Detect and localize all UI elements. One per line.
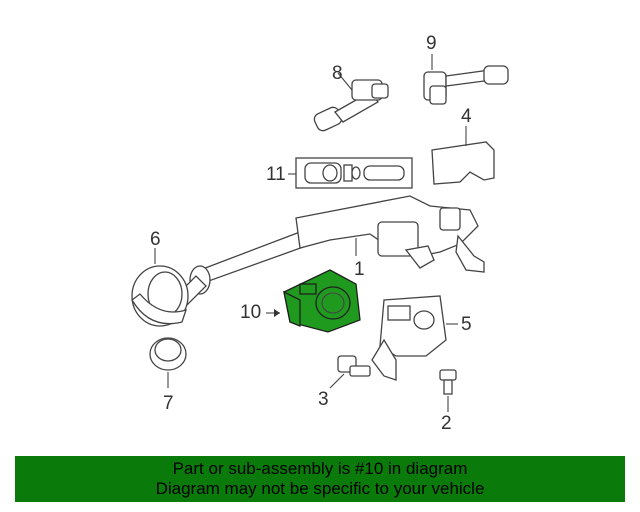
info-banner: Part or sub-assembly is #10 in diagram D… <box>15 456 625 502</box>
callout-9[interactable]: 9 <box>426 33 437 54</box>
callout-11[interactable]: 11 <box>266 164 286 185</box>
part-9-turn-signal-switch[interactable] <box>423 54 509 105</box>
callout-10[interactable]: 10 <box>240 302 262 323</box>
banner-line-1: Part or sub-assembly is #10 in diagram <box>172 459 468 478</box>
part-5-bracket[interactable] <box>371 295 458 381</box>
callout-5[interactable]: 5 <box>461 314 472 335</box>
part-10-module-highlighted[interactable] <box>266 269 361 333</box>
callout-2[interactable]: 2 <box>441 413 452 434</box>
callout-4[interactable]: 4 <box>461 106 472 127</box>
callout-3[interactable]: 3 <box>318 389 329 410</box>
part-4-column-cover[interactable] <box>431 126 495 185</box>
callout-1[interactable]: 1 <box>354 259 365 280</box>
part-2-screw[interactable] <box>439 369 457 412</box>
banner-line-2: Diagram may not be specific to your vehi… <box>155 479 485 498</box>
part-11-ignition-lock[interactable] <box>288 157 413 189</box>
callout-7[interactable]: 7 <box>163 393 174 414</box>
part-3-bolt[interactable] <box>329 355 371 389</box>
part-1-steering-column[interactable] <box>175 195 485 307</box>
part-7-knob[interactable] <box>149 337 187 388</box>
callout-8[interactable]: 8 <box>332 63 343 84</box>
part-6-trim-ring[interactable] <box>131 248 189 327</box>
callout-6[interactable]: 6 <box>150 229 161 250</box>
part-8-wiper-switch[interactable] <box>312 72 389 133</box>
